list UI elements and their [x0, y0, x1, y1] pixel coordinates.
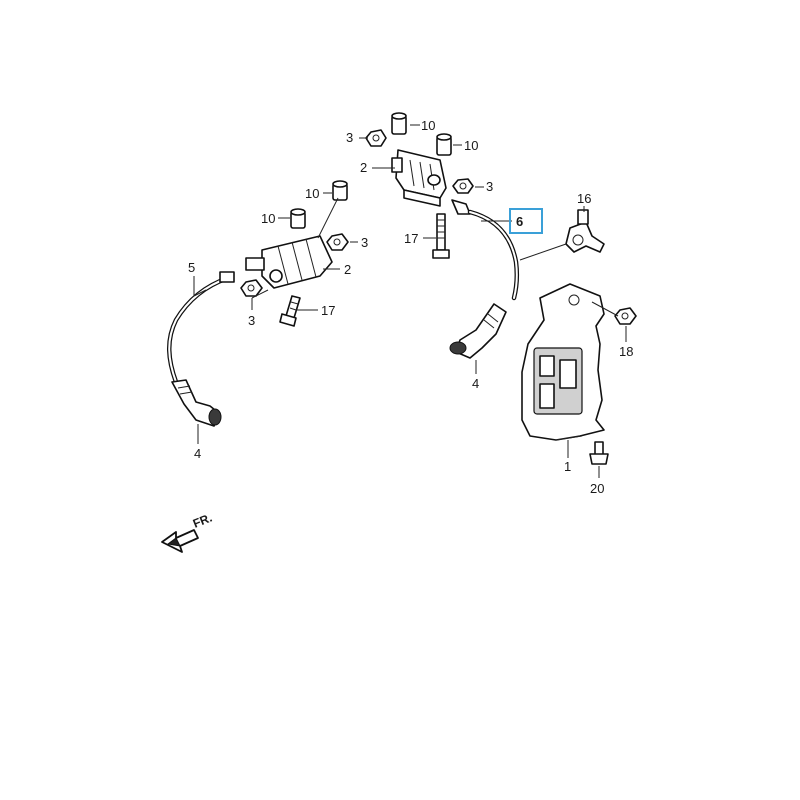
front-direction-marker: FR. — [161, 511, 214, 553]
collar-10-top-left[interactable] — [391, 112, 407, 135]
bolt-20[interactable] — [589, 441, 609, 465]
label-17: 17 — [404, 231, 418, 246]
spark-plug-cap-4-left[interactable] — [171, 379, 222, 427]
nut-3-left-lower[interactable] — [240, 279, 263, 297]
nut-3-top-left[interactable] — [365, 129, 387, 147]
nut-3-top-right[interactable] — [452, 178, 474, 194]
high-tension-cord-6[interactable] — [451, 199, 520, 301]
label-2: 2 — [360, 160, 367, 175]
clamp-16[interactable] — [565, 209, 605, 253]
ignition-coil-upper[interactable] — [391, 149, 447, 207]
label-3: 3 — [346, 130, 353, 145]
label-10: 10 — [464, 138, 478, 153]
label-20: 20 — [590, 481, 604, 496]
label-17: 17 — [321, 303, 335, 318]
label-10: 10 — [421, 118, 435, 133]
highlight-box-6 — [509, 208, 543, 234]
spark-plug-cap-4-right[interactable] — [449, 303, 507, 359]
label-6: 6 — [516, 214, 523, 229]
collar-10-left-upper[interactable] — [332, 180, 348, 201]
bolt-17-top[interactable] — [432, 213, 450, 259]
label-1: 1 — [564, 459, 571, 474]
ignition-coil-bracket-1[interactable] — [521, 283, 605, 441]
nut-18[interactable] — [614, 307, 637, 325]
front-label: FR. — [191, 511, 214, 531]
label-16: 16 — [577, 191, 591, 206]
collar-10-top-right[interactable] — [436, 133, 452, 156]
label-3: 3 — [486, 179, 493, 194]
label-3: 3 — [361, 235, 368, 250]
label-3: 3 — [248, 313, 255, 328]
label-10: 10 — [305, 186, 319, 201]
bolt-17-left[interactable] — [279, 295, 301, 327]
leader-lines — [193, 124, 627, 478]
ignition-coil-left[interactable] — [245, 235, 333, 289]
collar-10-left-lower[interactable] — [290, 208, 306, 229]
label-10: 10 — [261, 211, 275, 226]
label-5: 5 — [188, 260, 195, 275]
label-18: 18 — [619, 344, 633, 359]
label-4: 4 — [194, 446, 201, 461]
label-2: 2 — [344, 262, 351, 277]
front-arrow-icon — [161, 529, 199, 553]
nut-3-left-upper[interactable] — [326, 233, 349, 251]
high-tension-cord-5[interactable] — [167, 271, 235, 385]
part-labels: 3 10 10 2 3 17 6 16 10 10 3 5 2 3 17 4 4… — [188, 118, 633, 496]
label-4: 4 — [472, 376, 479, 391]
